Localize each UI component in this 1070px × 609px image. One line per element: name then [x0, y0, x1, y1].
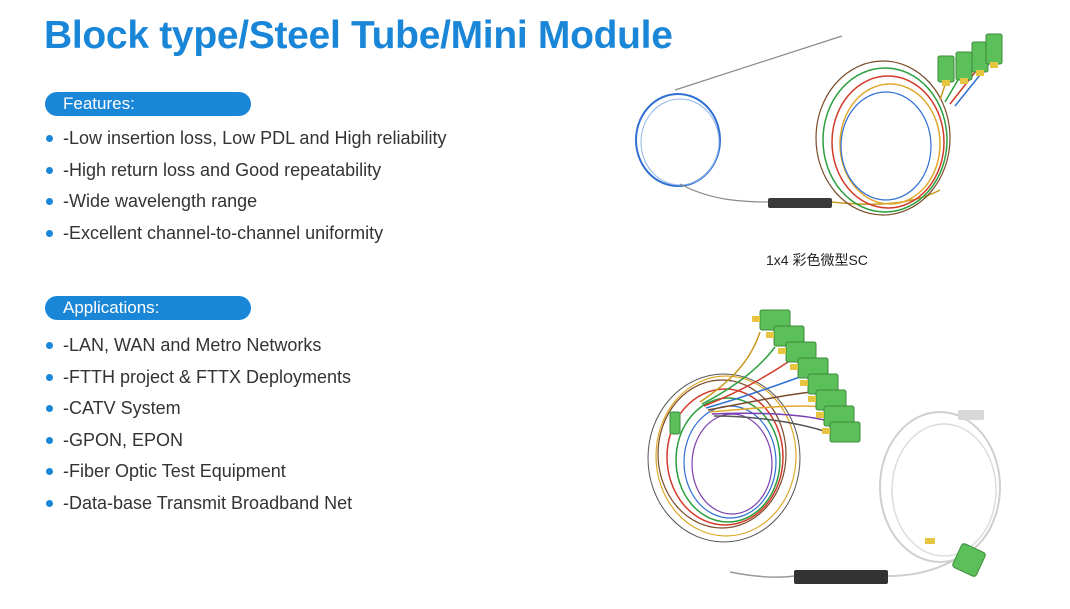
list-item: -High return loss and Good repeatability — [46, 155, 447, 187]
application-text: -GPON, EPON — [63, 429, 184, 450]
list-item: -Low insertion loss, Low PDL and High re… — [46, 123, 447, 155]
page-title: Block type/Steel Tube/Mini Module — [44, 14, 673, 57]
list-item: -FTTH project & FTTX Deployments — [46, 362, 352, 394]
bullet-icon — [46, 468, 53, 476]
list-item: -CATV System — [46, 393, 352, 425]
list-item: -Fiber Optic Test Equipment — [46, 456, 352, 488]
bullet-icon — [46, 436, 53, 444]
image-caption: 1x4 彩色微型SC — [766, 252, 868, 268]
feature-text: -High return loss and Good repeatability — [63, 159, 382, 180]
application-text: -Data-base Transmit Broadband Net — [63, 492, 353, 513]
feature-text: -Low insertion loss, Low PDL and High re… — [63, 128, 447, 149]
features-list: -Low insertion loss, Low PDL and High re… — [46, 123, 447, 249]
bullet-icon — [46, 166, 53, 174]
bullet-icon — [46, 135, 53, 143]
bullet-icon — [46, 198, 53, 206]
list-item: -Excellent channel-to-channel uniformity — [46, 218, 447, 250]
feature-text: -Excellent channel-to-channel uniformity — [63, 222, 384, 243]
applications-label: Applications: — [45, 296, 251, 320]
list-item: -LAN, WAN and Metro Networks — [46, 330, 352, 362]
application-text: -CATV System — [63, 398, 181, 419]
application-text: -FTTH project & FTTX Deployments — [63, 366, 352, 387]
list-item: -Wide wavelength range — [46, 186, 447, 218]
application-text: -Fiber Optic Test Equipment — [63, 461, 286, 482]
list-item: -Data-base Transmit Broadband Net — [46, 488, 352, 520]
bullet-icon — [46, 229, 53, 237]
applications-list: -LAN, WAN and Metro Networks -FTTH proje… — [46, 330, 352, 519]
product-photo-block-splitter — [647, 309, 1001, 584]
features-label: Features: — [45, 92, 251, 116]
bullet-icon — [46, 499, 53, 507]
bullet-icon — [46, 405, 53, 413]
bullet-icon — [46, 342, 53, 350]
list-item: -GPON, EPON — [46, 425, 352, 457]
feature-text: -Wide wavelength range — [63, 191, 258, 212]
bullet-icon — [46, 373, 53, 381]
product-photo-mini-module — [635, 33, 1003, 216]
application-text: -LAN, WAN and Metro Networks — [63, 335, 322, 356]
